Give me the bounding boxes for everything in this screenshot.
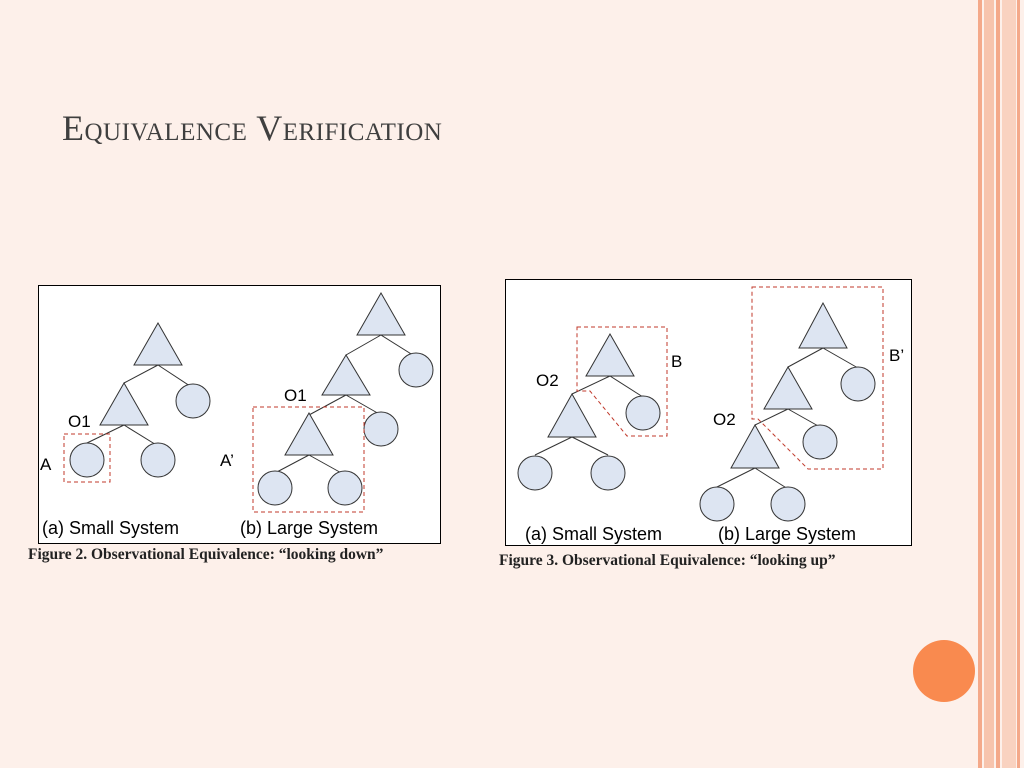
triangle-node — [730, 423, 780, 469]
circle-node — [140, 442, 176, 478]
node-label-o1-large: O1 — [284, 386, 307, 405]
figure-3-diagram: O2 B O2 B’ (a) Small System (b) Large Sy… — [505, 279, 912, 546]
circle-node — [257, 470, 293, 506]
figure-2-caption: Figure 2. Observational Equivalence: “lo… — [28, 546, 384, 563]
node-label-a: A — [40, 455, 52, 474]
figure-2-diagram: O1 A O1 A’ (a) Small System (b) Large Sy… — [38, 285, 441, 544]
decor-stripe — [978, 0, 982, 768]
highlight-region-b — [576, 326, 668, 437]
figure-2: O1 A O1 A’ (a) Small System (b) Large Sy… — [38, 285, 442, 545]
circle-node — [699, 486, 735, 522]
highlight-box-a — [63, 433, 111, 483]
node-label-b: B — [671, 352, 682, 371]
triangle-node — [356, 291, 406, 336]
decor-stripe — [996, 0, 1000, 768]
figure-3: O2 B O2 B’ (a) Small System (b) Large Sy… — [505, 279, 913, 547]
highlight-box-a-prime — [252, 406, 365, 513]
circle-node — [590, 455, 626, 491]
circle-node — [327, 470, 363, 506]
triangle-node — [547, 392, 597, 438]
triangle-node — [585, 332, 635, 377]
node-label-o1: O1 — [68, 412, 91, 431]
highlight-region-b-prime — [751, 286, 884, 470]
slide-title: Equivalence Verification — [62, 108, 443, 148]
node-label-a-prime: A’ — [220, 451, 234, 470]
decor-stripe — [1017, 0, 1020, 768]
triangle-node — [763, 365, 813, 410]
triangle-node — [99, 381, 149, 426]
node-label-o2: O2 — [536, 371, 559, 390]
circle-node — [517, 455, 553, 491]
circle-node — [398, 352, 434, 388]
circle-node — [625, 395, 661, 431]
node-label-o2-large: O2 — [713, 410, 736, 429]
circle-node — [840, 366, 876, 402]
triangle-node — [133, 321, 183, 366]
circle-node — [770, 486, 806, 522]
figure-3-caption: Figure 3. Observational Equivalence: “lo… — [499, 552, 836, 569]
panel-label-small: (a) Small System — [42, 518, 179, 538]
circle-node — [175, 383, 211, 419]
decor-stripe — [1002, 0, 1016, 768]
panel-label-large: (b) Large System — [240, 518, 378, 538]
triangle-node — [798, 301, 848, 349]
circle-node — [363, 411, 399, 447]
triangle-node — [321, 354, 371, 396]
circle-node — [69, 442, 105, 478]
accent-circle — [913, 640, 975, 702]
triangle-node — [284, 411, 334, 456]
node-label-b-prime: B’ — [889, 346, 904, 365]
panel-label-large: (b) Large System — [718, 524, 856, 544]
panel-label-small: (a) Small System — [525, 524, 662, 544]
circle-node — [802, 424, 838, 460]
decor-stripe — [984, 0, 994, 768]
